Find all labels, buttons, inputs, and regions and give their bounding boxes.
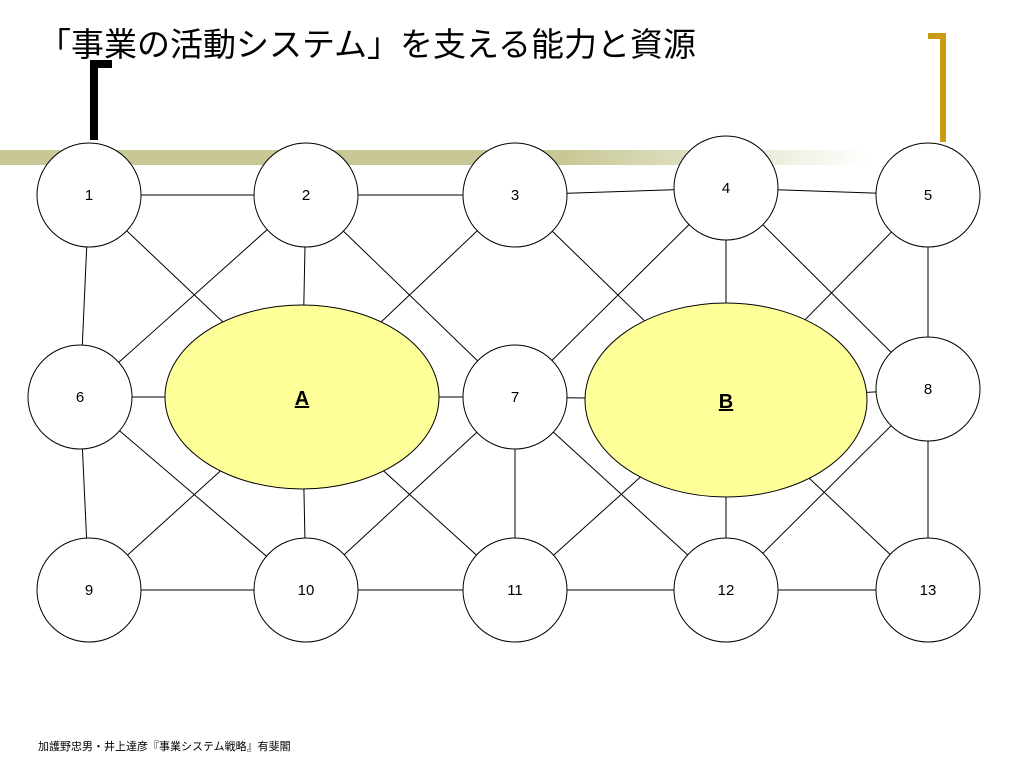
node-7: 7 [462, 344, 568, 450]
node-label: 4 [722, 180, 730, 197]
ellipse-label: A [295, 388, 309, 410]
ellipse-a: A [164, 304, 440, 490]
ellipse-shape [584, 302, 868, 498]
node-6: 6 [27, 344, 133, 450]
node-label: 5 [924, 187, 932, 204]
node-circle [462, 344, 568, 450]
node-label: 9 [85, 582, 93, 599]
node-2: 2 [253, 142, 359, 248]
node-label: 13 [920, 582, 937, 599]
node-circle [253, 142, 359, 248]
node-label: 3 [511, 187, 519, 204]
citation: 加護野忠男・井上達彦『事業システム戦略』有斐閣 [38, 740, 291, 753]
accent-bar [0, 150, 870, 165]
node-circle [673, 537, 779, 643]
slide-title: 「事業の活動システム」を支える能力と資源 [38, 25, 697, 64]
node-label: 6 [76, 389, 84, 406]
node-13: 13 [875, 537, 981, 643]
node-10: 10 [253, 537, 359, 643]
node-label: 10 [298, 582, 315, 599]
node-circle [673, 135, 779, 241]
node-4: 4 [673, 135, 779, 241]
node-circle [462, 142, 568, 248]
node-9: 9 [36, 537, 142, 643]
ellipse-label: B [719, 391, 733, 413]
node-circle [875, 142, 981, 248]
node-label: 1 [85, 187, 93, 204]
right-bracket [928, 33, 946, 142]
node-label: 2 [302, 187, 310, 204]
node-circle [462, 537, 568, 643]
node-circle [875, 336, 981, 442]
left-bracket [90, 60, 112, 140]
node-label: 7 [511, 389, 519, 406]
node-label: 12 [718, 582, 735, 599]
node-12: 12 [673, 537, 779, 643]
ellipse-shape [164, 304, 440, 490]
node-label: 11 [507, 582, 523, 599]
node-circle [36, 537, 142, 643]
node-11: 11 [462, 537, 568, 643]
node-circle [875, 537, 981, 643]
node-circle [253, 537, 359, 643]
node-3: 3 [462, 142, 568, 248]
node-circle [27, 344, 133, 450]
node-5: 5 [875, 142, 981, 248]
node-1: 1 [36, 142, 142, 248]
node-8: 8 [875, 336, 981, 442]
ellipse-b: B [584, 302, 868, 498]
node-circle [36, 142, 142, 248]
node-label: 8 [924, 381, 932, 398]
